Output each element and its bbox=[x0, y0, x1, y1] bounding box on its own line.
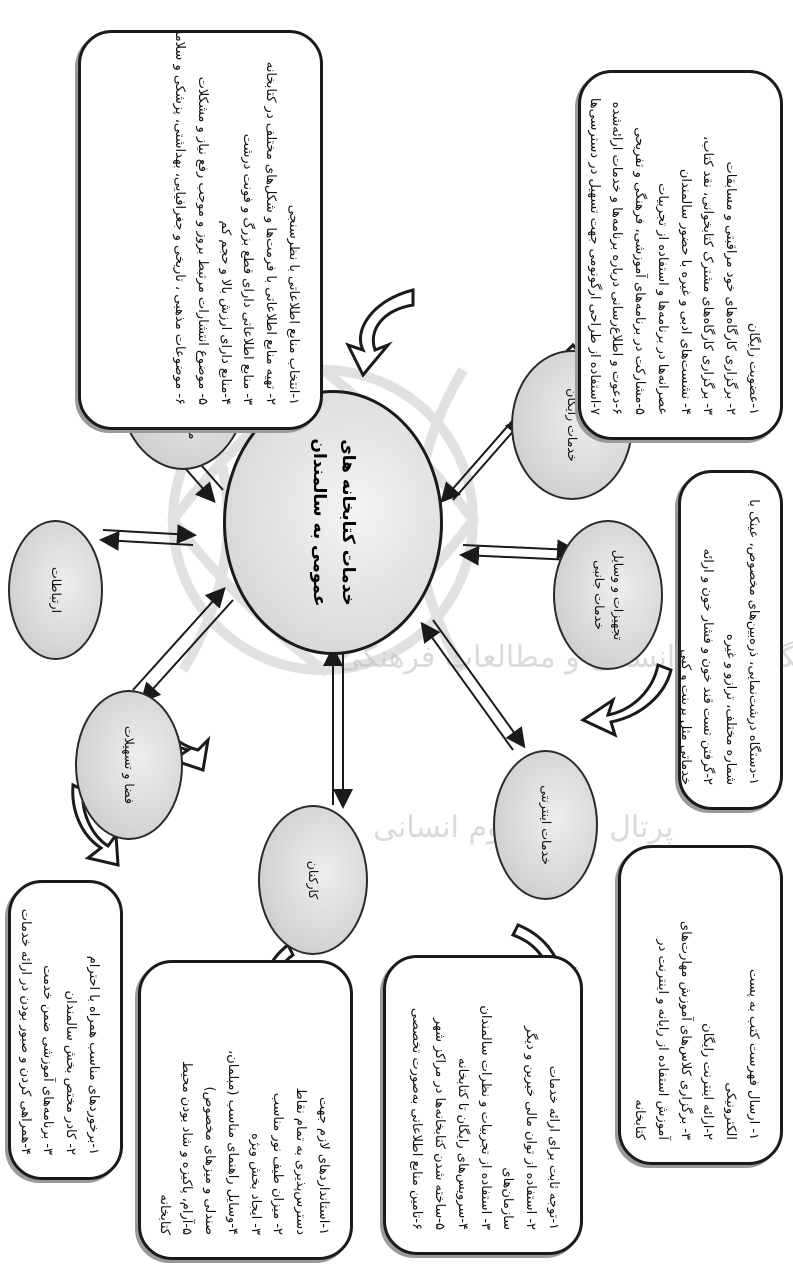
center-title-line-2: عمومی به سالمندان bbox=[309, 438, 329, 607]
box-line: ۴- نشست‌های ادبی و غیره با حضور سالمندان bbox=[677, 168, 693, 415]
box-line: ۲- میزان طیف نور مناسب bbox=[270, 1092, 286, 1235]
node-communication: ارتباطات bbox=[8, 520, 103, 660]
box-line: ۱-برخوردهای مناسب همراه با احترام bbox=[86, 955, 101, 1155]
box-line: ۴-وسایل راهنمای مناسب (مبلمان، bbox=[225, 1050, 240, 1235]
box-line: ۱-دستگاه درشت‌نمایی، ذره‌بین‌های مخصوص، … bbox=[746, 499, 761, 785]
box-line: صندلی و میزهای مخصوص) bbox=[202, 1086, 218, 1235]
box-line: ۲-گرفتن تست قند خون و فشار خون و ارائه bbox=[700, 548, 716, 785]
node-internet: خدمات اینترنتی bbox=[493, 750, 598, 900]
box-line: ۲- تهیه منابع اطلاعاتی با فرمت‌ها و شکل‌… bbox=[263, 61, 279, 405]
box-line: ۲- استفاده از توان مالی خیرین و دیگر bbox=[523, 1026, 539, 1230]
box-collection: ۱-انتخاب منابع اطلاعاتی با نظرسنجی ۲- ته… bbox=[78, 30, 323, 430]
center-title-line-1: خدمات کتابخانه های bbox=[337, 439, 358, 606]
box-line: ۵-مشارکت در برنامه‌های آموزشی، فرهنگی و … bbox=[632, 127, 648, 415]
box-line: ۱- ارسال فهرست کتب به پست bbox=[746, 968, 761, 1140]
box-line: ۱-انتخاب منابع اطلاعاتی با نظرسنجی bbox=[286, 204, 301, 405]
box-line: ۳- برگزاری کلاس‌های آموزش مهارت‌های bbox=[677, 920, 693, 1140]
box-internet: ۱- ارسال فهرست کتب به پست الکترونیکی ۲-ا… bbox=[618, 845, 783, 1165]
box-line: ۳- ایجاد بخش ویژه bbox=[247, 1133, 263, 1235]
box-line: الکترونیکی bbox=[723, 1082, 739, 1140]
box-line: ۳- برگزاری کارگاه‌های مشترک کتابخوانی، ن… bbox=[700, 136, 716, 415]
box-communication: ۱-برخوردهای مناسب همراه با احترام ۲- کاد… bbox=[8, 880, 123, 1180]
box-line: سازمان‌های bbox=[500, 1167, 516, 1230]
box-line: ۴-منابع دارای ارزش بالا و حجم کم bbox=[217, 220, 233, 405]
box-line: شماره مختلف، ترازو و غیره bbox=[723, 633, 739, 785]
box-line: ۱-استانداردهای لازم جهت bbox=[316, 1097, 331, 1235]
box-line: ۳- برنامه‌های آموزشی ضمن خدمت bbox=[40, 965, 56, 1155]
box-line: دسترس‌پذیری به تمام نقاط bbox=[293, 1087, 309, 1235]
box-line: کتابخانه bbox=[632, 1099, 648, 1140]
box-line: ۵-ساخته شدن کتابخانه‌ها در مراکز شهر bbox=[432, 1017, 448, 1230]
node-staff: کارکنان bbox=[258, 805, 368, 955]
box-line: ۵-آرام، پاکیزه و شاد بودن محیط bbox=[179, 1061, 195, 1235]
box-space: ۱-استانداردهای لازم جهت دسترس‌پذیری به ت… bbox=[138, 960, 353, 1260]
box-staff: ۱-توجه ثابت برای ارائه خدمات ۲- استفاده … bbox=[383, 955, 583, 1255]
box-line: ۳- استفاده از تجربیات و نظرات سالمندان bbox=[477, 1005, 493, 1230]
box-line: ۴-همراهی کردن و صبور بودن در ارائه خدمات bbox=[17, 908, 33, 1155]
box-line: عصرانه‌ها در برنامه‌ها و استفاده از تجرب… bbox=[655, 183, 670, 415]
box-line: ۶- موضوعات مذهبی ، تاریخی و جغرافیایی، ب… bbox=[172, 30, 188, 405]
box-line: خدماتی مثل پرینت و کپی bbox=[678, 649, 693, 785]
box-line: ۱-عضویت رایگان bbox=[746, 322, 761, 415]
node-equipment: تجهیزات و وسایل خدمات جانبی bbox=[553, 520, 663, 670]
box-line: ۱-توجه ثابت برای ارائه خدمات bbox=[546, 1065, 561, 1230]
box-line: ۲- کادر مختص بخش سالمندان bbox=[63, 990, 79, 1155]
box-line: ۶-دعوت و اطلاع‌رسانی درباره برنامه‌ها و … bbox=[609, 101, 625, 415]
box-free-services: ۱-عضویت رایگان ۲- برگزاری کارگاه‌های خود… bbox=[578, 70, 783, 440]
box-line: ۳- منابع اطلاعاتی دارای قطع بزرگ و فونت … bbox=[240, 133, 256, 405]
box-equipment: ۱-دستگاه درشت‌نمایی، ذره‌بین‌های مخصوص، … bbox=[678, 470, 783, 810]
box-line: ۶-تامین منابع اطلاعاتی به‌صورت تخصصی bbox=[409, 1007, 425, 1230]
box-line: ۷-استفاده از طراحی ارگونومی جهت تسهیل در… bbox=[586, 97, 602, 415]
box-line: ۲- برگزاری کارگاه‌های خود مراقبتی و مساب… bbox=[723, 161, 739, 415]
box-line: ۲-ارائه اینترنت رایگان bbox=[700, 1023, 716, 1140]
box-line: آموزش استفاده از رایانه و اینترنت در bbox=[655, 939, 670, 1140]
box-line: ۵- موضوع انتشارات مرتبط بروز و موجب رفع … bbox=[195, 76, 210, 405]
box-line: کتابخانه bbox=[156, 1194, 172, 1235]
box-line: ۴-سرویس‌های رایگان تا کتابخانه bbox=[455, 1057, 470, 1230]
node-space: فضا و تسهیلات bbox=[75, 690, 183, 840]
